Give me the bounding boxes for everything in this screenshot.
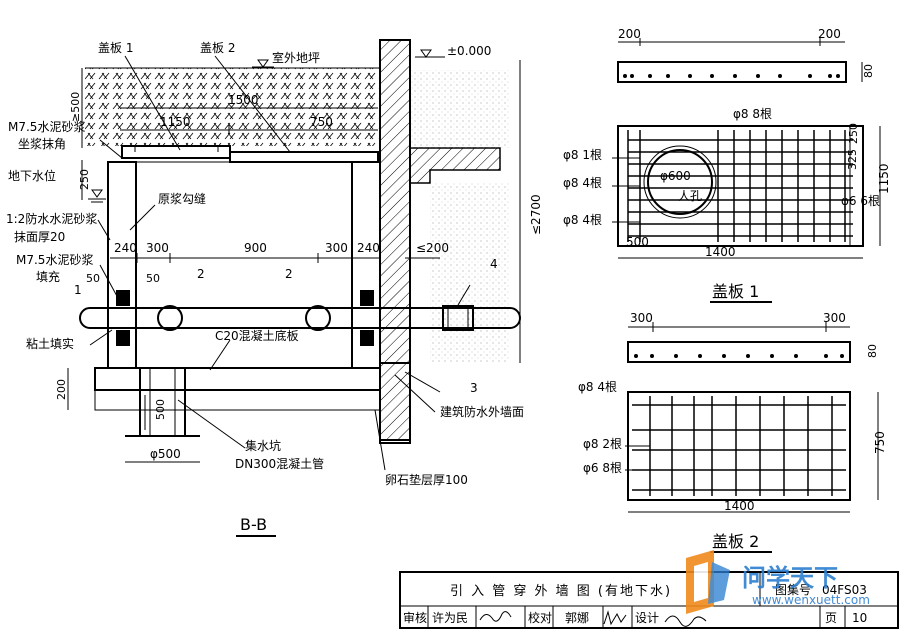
watermark-brand: 问学天下 [742, 564, 838, 592]
cover1-title: 盖板 1 [712, 282, 759, 301]
c1-dim-200b: 200 [818, 27, 841, 41]
dim-1150-label: 1150 [160, 115, 191, 129]
watermark-url: www.wenxuett.com [752, 593, 870, 607]
c20-base-slab [94, 367, 381, 391]
raw-joint-label: 原浆勾缝 [158, 191, 206, 206]
dim-le200-label: ≤200 [416, 241, 449, 255]
c2-dim-80: 80 [866, 344, 879, 358]
review-label: 审核 [403, 610, 427, 625]
title-block: 引 入 管 穿 外 墙 图 (有地下水) 图集号 04FS03 审核 许为民 校… [399, 571, 899, 629]
section-bb: B-B 盖板 1 盖板 2 室外地坪 ±0.000 ≥500 1500 1150… [6, 39, 543, 537]
elevation-label: ±0.000 [447, 44, 491, 58]
c2-bar-2: φ8 2根 [583, 437, 622, 451]
dim-300b-label: 300 [325, 241, 348, 255]
gravel-layer [94, 389, 381, 411]
check-label: 校对 [528, 610, 552, 625]
c1-bar-4a: φ8 4根 [563, 176, 602, 190]
fill-label-a: M7.5水泥砂浆 [16, 252, 93, 267]
c2-dim-300b: 300 [823, 311, 846, 325]
c2-dim-750: 750 [873, 431, 887, 454]
checker-signature [603, 610, 627, 626]
c2-dim-1400: 1400 [724, 499, 755, 513]
c1-bar-1: φ8 1根 [563, 148, 602, 162]
dim-750-label: 750 [310, 115, 333, 129]
dim-500-label: ≥500 [69, 92, 82, 122]
waterproof-label-a: 1:2防水水泥砂浆 [6, 211, 97, 226]
manhole-circle [647, 149, 713, 215]
mortar-label-a: M7.5水泥砂浆 [8, 119, 85, 134]
c20-label: C20混凝土底板 [215, 328, 299, 343]
cover1-callout: 盖板 1 [98, 41, 133, 55]
dim-240a-label: 240 [114, 241, 137, 255]
tag-4: 4 [490, 257, 498, 271]
dim-200-label: 200 [55, 379, 68, 400]
cover2-plan [627, 391, 851, 501]
designer-signature [664, 615, 707, 627]
c1-dim-250: 250 [847, 123, 860, 144]
cover1-drawings: 200 200 80 φ600 人孔 φ8 8根 φ8 1根 φ8 4根 φ8 … [563, 27, 891, 303]
gravel-label: 卵石垫层厚100 [385, 472, 468, 487]
dim-2700-label: ≤2700 [529, 194, 543, 235]
dim-300a-label: 300 [146, 241, 169, 255]
dim-900-label: 900 [244, 241, 267, 255]
drawing-title: 引 入 管 穿 外 墙 图 (有地下水) [450, 583, 672, 599]
pit-label: 集水坑 [245, 438, 281, 453]
reviewer-name: 许为民 [432, 611, 468, 625]
cover2-title: 盖板 2 [712, 532, 759, 551]
dim-1500-label: 1500 [228, 93, 259, 107]
mortar-label-b: 坐浆抹角 [18, 136, 66, 151]
section-label: B-B [240, 515, 267, 534]
tag-3: 3 [470, 381, 478, 395]
c1-bar-6: φ6 6根 [841, 194, 880, 208]
c1-hole: φ600 [660, 169, 691, 183]
atlas-number: 04FS03 [822, 583, 867, 597]
waterproof-label-b: 抹面厚20 [14, 230, 65, 244]
cover2-drawings: 300 300 80 φ8 4根 φ8 2根 φ6 8根 750 1400 盖板… [578, 311, 887, 553]
cover2-callout: 盖板 2 [200, 41, 235, 55]
c1-bar-4b: φ8 4根 [563, 213, 602, 227]
soil-band [85, 68, 380, 146]
c1-dim-500: 500 [626, 235, 649, 249]
reviewer-signature [479, 611, 512, 622]
c1-dim-1150: 1150 [877, 163, 891, 194]
c1-dim-80: 80 [862, 64, 875, 78]
c1-dim-325: 325 [846, 149, 859, 170]
fill-label-b: 填充 [36, 269, 60, 284]
c1-hole-label: 人孔 [678, 189, 702, 203]
dim-500b-label: 500 [154, 399, 167, 420]
watermark: 问学天下 www.wenxuett.com [686, 550, 870, 614]
c2-dim-300a: 300 [630, 311, 653, 325]
wall-waterproof-label: 建筑防水外墙面 [440, 404, 524, 419]
dim-250-label: 250 [78, 169, 91, 190]
tag-1: 1 [74, 283, 82, 297]
atlas-label: 图集号 [775, 582, 811, 597]
pit-dia-label: φ500 [150, 447, 181, 461]
tag-2b: 2 [285, 267, 293, 281]
building-wall-hatch [380, 40, 410, 440]
c1-bar-top: φ8 8根 [733, 107, 772, 121]
building-slab [409, 147, 501, 184]
dim-50a-label: 50 [86, 272, 100, 285]
c2-bar-4: φ8 4根 [578, 380, 617, 394]
outdoor-ground-label: 室外地坪 [272, 50, 320, 65]
dn300-label: DN300混凝土管 [235, 456, 324, 471]
c2-bar-8: φ6 8根 [583, 461, 622, 475]
dim-50b-label: 50 [146, 272, 160, 285]
dim-240b-label: 240 [357, 241, 380, 255]
c1-dim-200a: 200 [618, 27, 641, 41]
groundwater-label: 地下水位 [8, 168, 56, 183]
tag-2a: 2 [197, 267, 205, 281]
cover1-plan [617, 125, 864, 247]
design-label: 设计 [635, 611, 659, 625]
page-label: 页 [825, 611, 837, 625]
page-number: 10 [852, 611, 867, 625]
clay-label: 粘土填实 [26, 336, 74, 351]
c1-dim-1400: 1400 [705, 245, 736, 259]
checker-name: 郭娜 [565, 611, 589, 625]
